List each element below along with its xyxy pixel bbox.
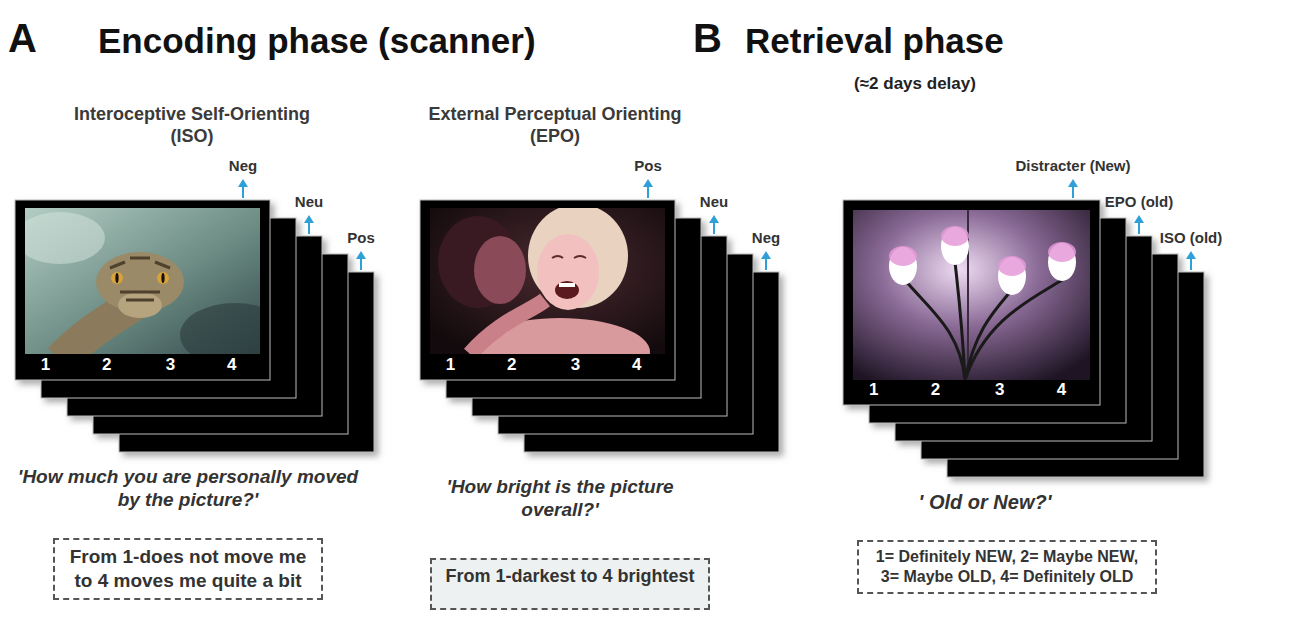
condition-title: Interoceptive Self-Orienting (ISO) bbox=[62, 104, 322, 147]
pointer-arrow bbox=[242, 186, 244, 198]
pointer-arrow bbox=[765, 258, 767, 270]
panel-heading: Retrieval phase bbox=[745, 20, 1004, 62]
card-stack bbox=[420, 200, 779, 452]
pointer-arrow bbox=[1138, 222, 1140, 234]
valence-label: Neg bbox=[203, 157, 283, 175]
lamp-bulb bbox=[1048, 242, 1076, 281]
valence-label: Pos bbox=[608, 157, 688, 175]
pointer-arrow bbox=[308, 222, 310, 234]
rating-number: 4 bbox=[1050, 380, 1072, 400]
valence-label: Neu bbox=[674, 193, 754, 211]
lamp-photo bbox=[853, 210, 1090, 380]
rating-number: 2 bbox=[501, 355, 523, 375]
photo-ground bbox=[853, 210, 1090, 380]
snake-eye bbox=[111, 272, 123, 284]
question-text: 'How much you are personally moved by th… bbox=[16, 466, 361, 512]
face bbox=[537, 234, 599, 310]
item-type-label: Distracter (New) bbox=[993, 157, 1153, 175]
pointer-arrow bbox=[647, 186, 649, 198]
people-photo bbox=[430, 208, 665, 354]
rating-number: 4 bbox=[626, 355, 648, 375]
arrow-head bbox=[761, 251, 771, 259]
picture-card: 1 2 3 4 bbox=[15, 200, 270, 380]
arrow-head bbox=[238, 179, 248, 187]
rating-number: 4 bbox=[221, 355, 243, 375]
condition-title: External Perceptual Orienting (EPO) bbox=[423, 104, 688, 147]
rating-number: 2 bbox=[925, 380, 947, 400]
item-type-label: ISO (old) bbox=[1146, 229, 1236, 247]
lamp-stems bbox=[905, 262, 1062, 380]
arrow-head bbox=[643, 179, 653, 187]
pointer-arrow bbox=[1190, 258, 1192, 270]
scale-text: 1= Definitely NEW, 2= Maybe NEW, 3= Mayb… bbox=[865, 547, 1149, 587]
rating-number: 3 bbox=[989, 380, 1011, 400]
item-type-label: EPO (old) bbox=[1089, 193, 1189, 211]
valence-label: Neg bbox=[726, 229, 806, 247]
rating-scale-box: From 1-darkest to 4 brightest bbox=[430, 558, 710, 610]
pointer-arrows bbox=[238, 179, 1196, 270]
valence-label: Pos bbox=[321, 229, 401, 247]
scale-text: From 1-darkest to 4 brightest bbox=[438, 565, 702, 588]
panel-letter: B bbox=[693, 14, 722, 62]
front-card bbox=[843, 200, 1100, 405]
card-stack bbox=[15, 200, 374, 452]
face bbox=[474, 236, 526, 304]
snake-pupil bbox=[161, 273, 164, 283]
arrow-head bbox=[1068, 179, 1078, 187]
rating-number: 3 bbox=[160, 355, 182, 375]
panel-letter: A bbox=[8, 14, 37, 62]
question-text: ' Old or New?' bbox=[860, 490, 1110, 514]
picture-card: 1 2 3 4 bbox=[843, 200, 1100, 405]
snake-pupil bbox=[115, 273, 118, 283]
scale-text: From 1-does not move me to 4 moves me qu… bbox=[61, 545, 315, 593]
rating-number: 1 bbox=[440, 355, 462, 375]
lamp-bulb bbox=[941, 226, 969, 265]
rating-scale-box: 1= Definitely NEW, 2= Maybe NEW, 3= Mayb… bbox=[857, 540, 1157, 594]
arrow-head bbox=[356, 251, 366, 259]
snake-photo bbox=[25, 208, 260, 354]
arm bbox=[470, 300, 545, 354]
arrow-head bbox=[1186, 251, 1196, 259]
photo-blur bbox=[25, 212, 105, 264]
panel-heading: Encoding phase (scanner) bbox=[98, 20, 536, 62]
rating-number: 2 bbox=[96, 355, 118, 375]
snake-snout bbox=[118, 292, 162, 318]
card-stack bbox=[843, 200, 1204, 477]
eyes bbox=[552, 256, 586, 258]
lamp-bulb bbox=[889, 246, 917, 285]
valence-label: Neu bbox=[269, 193, 349, 211]
rating-number: 1 bbox=[35, 355, 57, 375]
question-text: 'How bright is the picture overall?' bbox=[415, 476, 705, 522]
rating-number: 3 bbox=[565, 355, 587, 375]
snake-scales bbox=[110, 258, 170, 300]
arrow-head bbox=[304, 215, 314, 223]
rating-number: 1 bbox=[863, 380, 885, 400]
delay-note: (≈2 days delay) bbox=[805, 74, 1025, 94]
pointer-arrow bbox=[360, 258, 362, 270]
picture-card: 1 2 3 4 bbox=[420, 200, 675, 380]
photo-blur bbox=[180, 303, 260, 354]
teeth bbox=[559, 283, 575, 287]
pointer-arrow bbox=[713, 222, 715, 234]
snake-eye bbox=[157, 272, 169, 284]
mouth bbox=[555, 281, 579, 299]
arrow-head bbox=[709, 215, 719, 223]
pointer-arrow bbox=[1072, 186, 1074, 198]
lamp-bulb bbox=[998, 256, 1026, 295]
rating-scale-box: From 1-does not move me to 4 moves me qu… bbox=[53, 538, 323, 600]
arrow-head bbox=[1134, 215, 1144, 223]
